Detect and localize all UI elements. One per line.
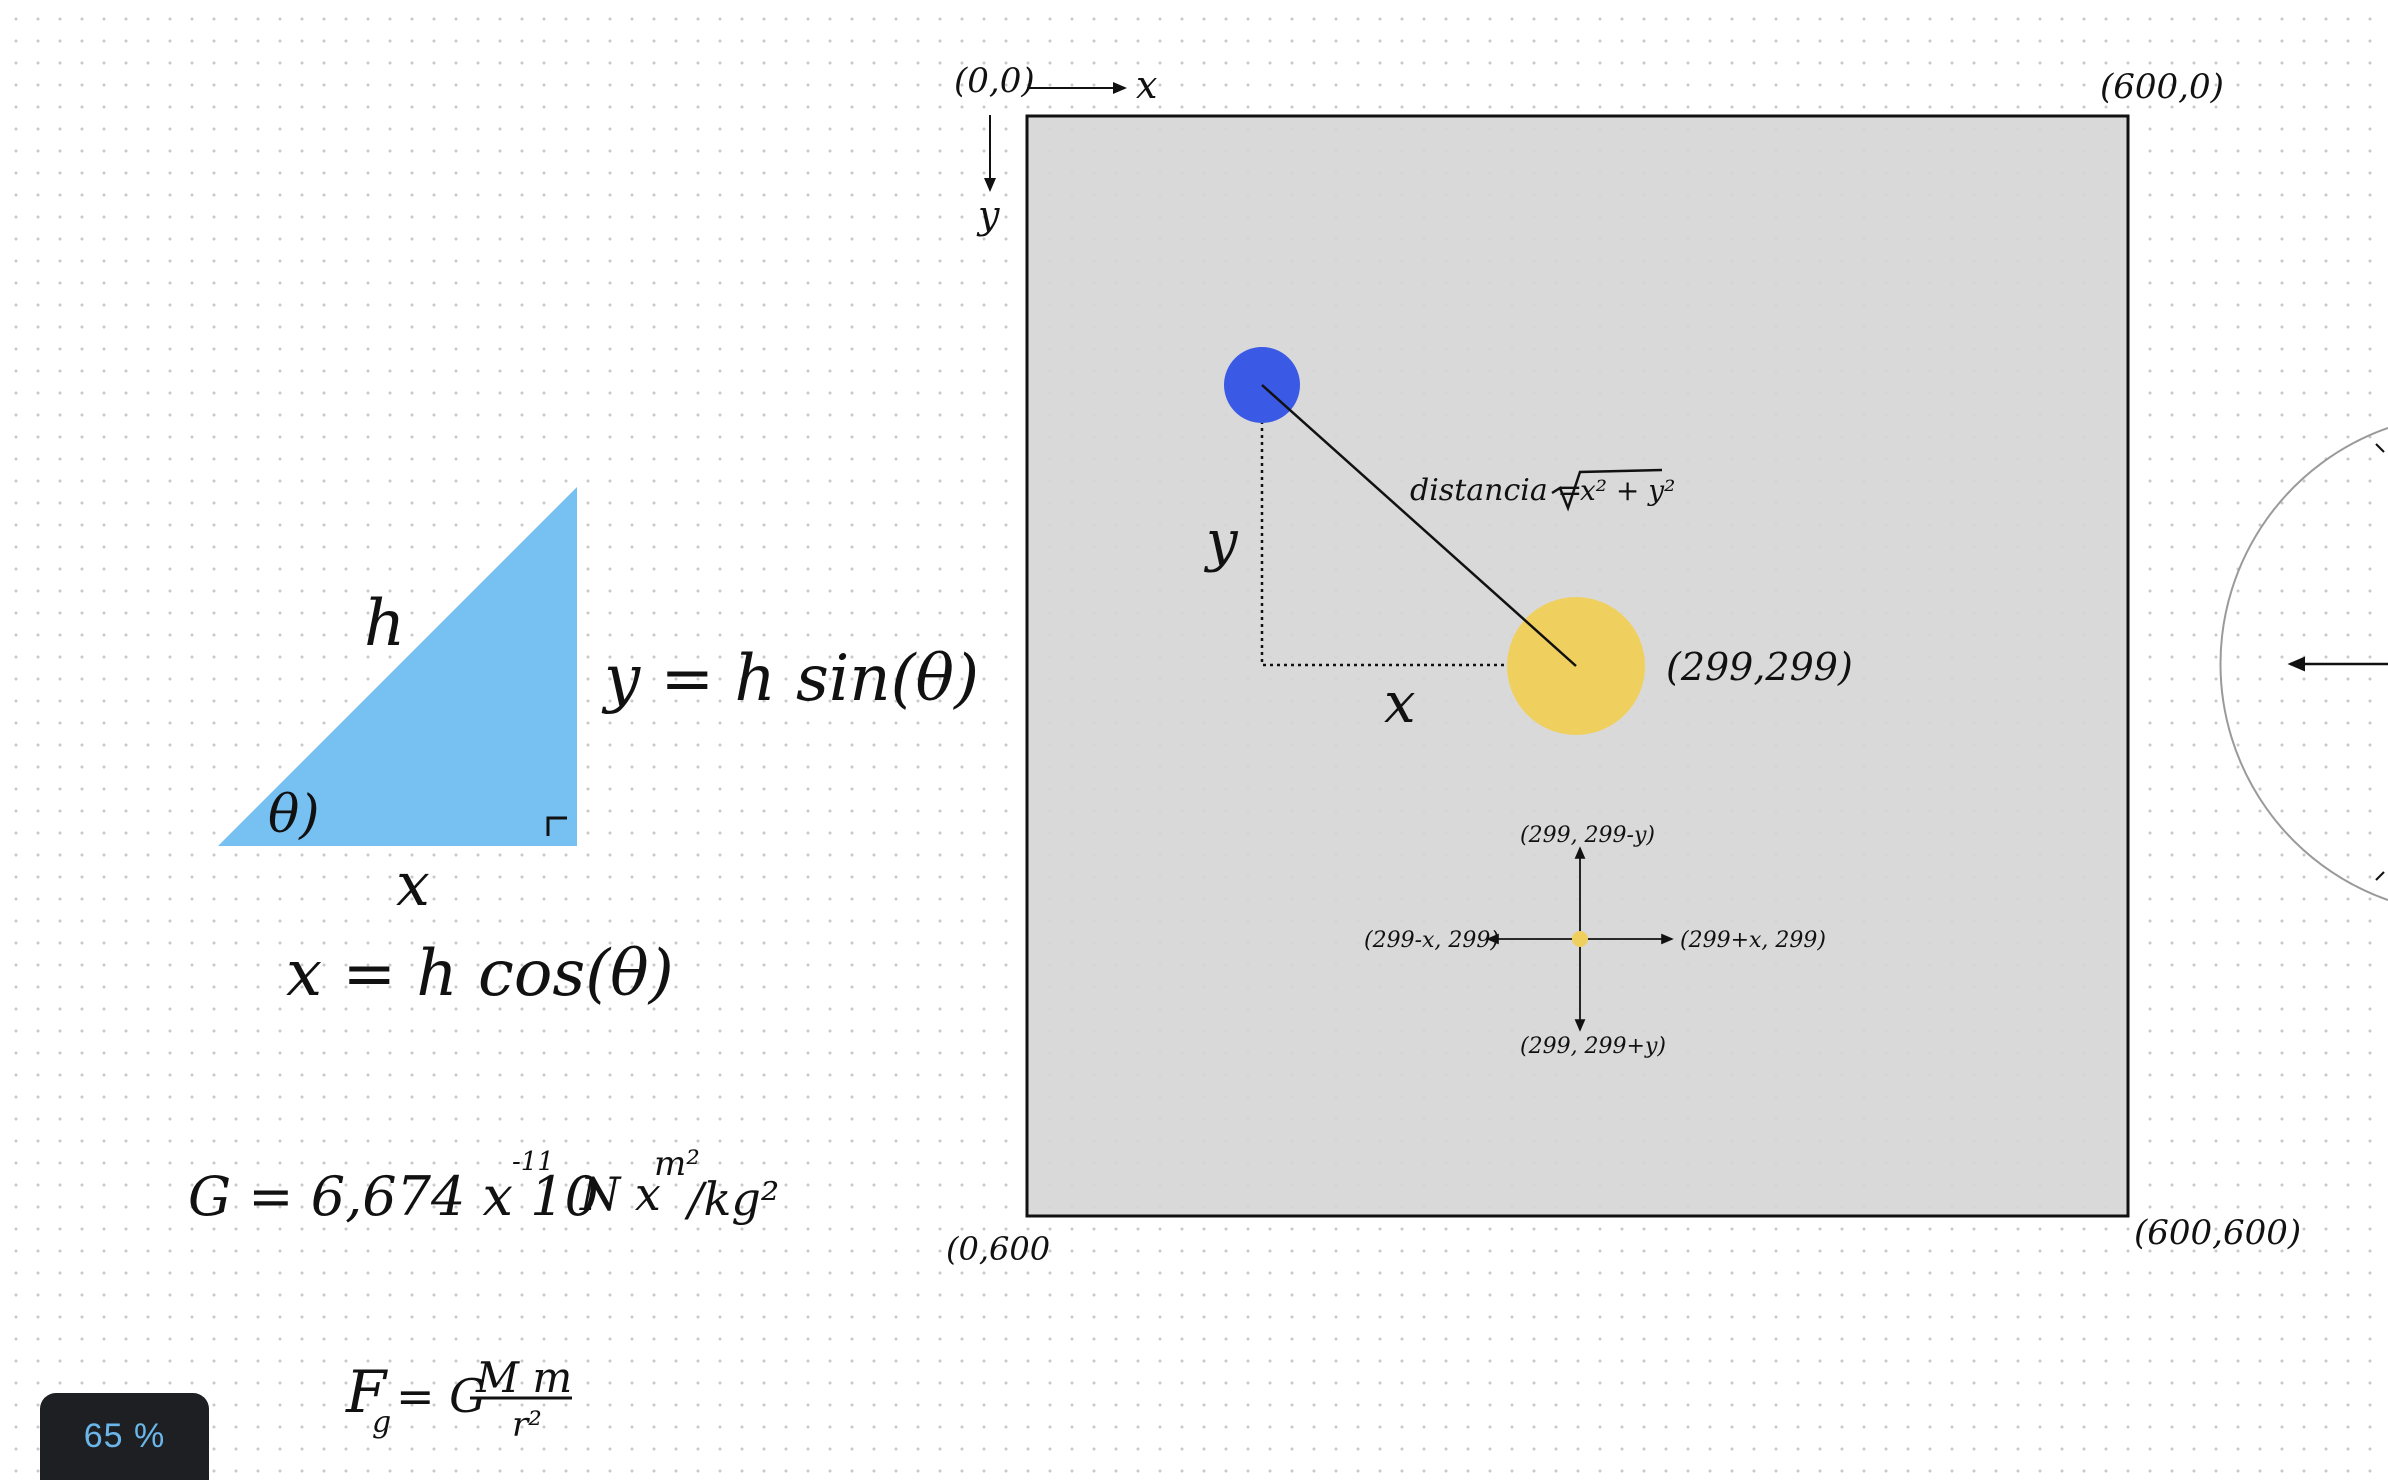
leg-y-label: y [1203,509,1239,574]
x-formula: x = h cos(θ) [286,937,674,1011]
right-neighbor-label: (299+x, 299) [1680,928,1826,953]
y-axis-label: y [976,193,1000,237]
center-label: (299,299) [1666,645,1853,689]
bottom-left-label: (0,600 [946,1230,1050,1268]
origin-label: (0,0) [954,61,1035,101]
top-right-label: (600,0) [2100,67,2224,107]
sqrt-sign-icon [1551,468,1663,512]
gravity-constant-exponent: -11 [512,1147,554,1177]
triangle-sketch[interactable]: h θ) x y = h sin(θ) x = h cos(θ) [218,487,979,1011]
force-numerator: M m [475,1353,572,1402]
distance-line [1261,384,1577,667]
force-equals: = G [396,1369,486,1423]
force-lhs: F [345,1358,388,1426]
angle-label: θ) [268,785,320,845]
y-formula: y = h sin(θ) [601,642,979,716]
coordinate-diagram[interactable]: (0,0) x y (600,0) (0,600 (600,600) dista… [946,61,2301,1268]
force-subscript: g [372,1405,391,1440]
partial-circle-drawing[interactable] [2219,427,2388,901]
dotted-legs [1260,386,1576,667]
bottom-right-label: (600,600) [2134,1213,2301,1253]
gravity-units-denominator: /kg² [684,1172,779,1226]
hypotenuse-label: h [364,587,405,661]
arc-tick-bottom [2375,871,2385,881]
base-label: x [396,850,430,920]
left-neighbor-label: (299-x, 299) [1364,928,1499,953]
arc-tick-top [2375,443,2385,453]
x-axis-label: x [1136,63,1157,107]
gravity-units-numerator: m² [654,1144,700,1184]
distance-radicand: x² + y² [1580,474,1675,507]
up-neighbor-label: (299, 299-y) [1520,823,1655,848]
right-angle-marker [546,816,567,836]
force-denominator: r² [512,1405,542,1445]
gravity-formulas[interactable]: G = 6,674 x 10 -11 N x m² /kg² F g = G M… [188,1144,779,1445]
gravity-units: N x [579,1167,661,1221]
zoom-level-label: 65 % [83,1417,166,1455]
right-triangle[interactable] [218,487,577,846]
leg-x-label: x [1384,671,1416,736]
center-point [1572,931,1588,947]
zoom-level-button[interactable]: 65 % [40,1393,209,1480]
down-neighbor-label: (299, 299+y) [1520,1034,1666,1059]
neighbor-cross [1486,846,1674,1032]
gravity-constant-formula: G = 6,674 x 10 [188,1165,599,1228]
partial-circle-arc [2219,427,2388,901]
